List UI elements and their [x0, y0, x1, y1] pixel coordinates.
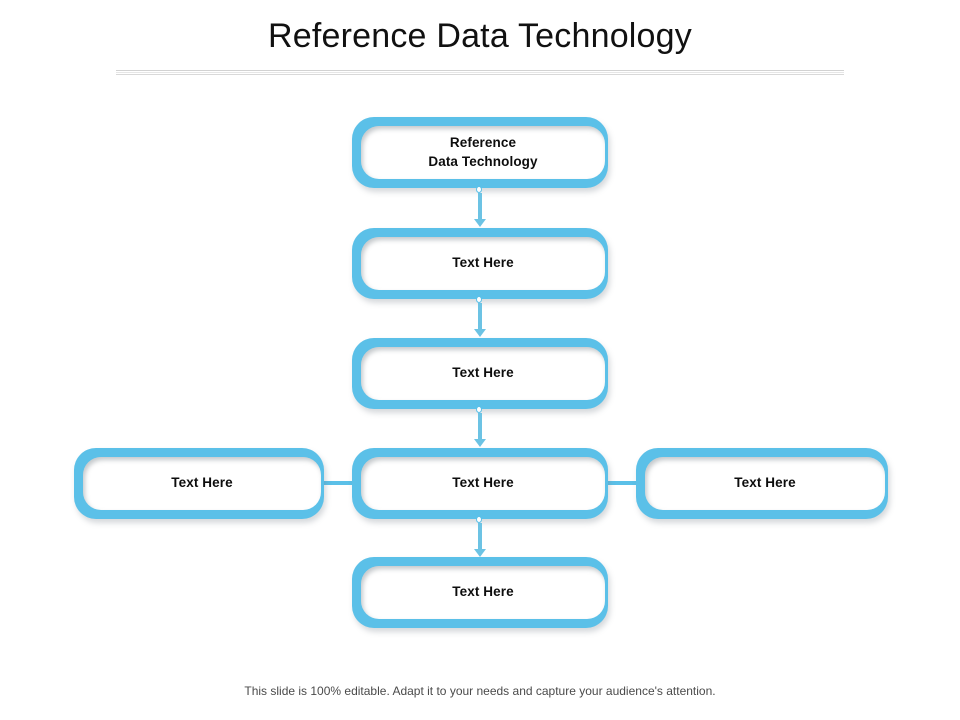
flow-node-body: Text Here — [361, 347, 605, 400]
connector-stem — [478, 413, 482, 440]
connector-stem — [478, 303, 482, 330]
connector-dot-icon — [476, 296, 482, 303]
divider-line-middle — [116, 72, 844, 73]
flow-node-body: Text Here — [645, 457, 885, 510]
connector-stem — [478, 523, 482, 550]
flow-node-body: Reference Data Technology — [361, 126, 605, 179]
connector-line-left-to-center — [322, 481, 354, 485]
flow-node-5[interactable]: Text Here — [352, 557, 608, 628]
divider-line-bottom — [116, 74, 844, 75]
flow-node-3[interactable]: Text Here — [352, 338, 608, 409]
connector-line-center-to-right — [606, 481, 638, 485]
connector-arrow-down-4 — [473, 516, 487, 560]
connector-arrowhead-icon — [474, 549, 486, 557]
flow-node-label: Text Here — [734, 475, 796, 491]
page-title: Reference Data Technology — [268, 17, 692, 55]
connector-arrowhead-icon — [474, 439, 486, 447]
flow-node-label: Text Here — [452, 584, 514, 600]
flow-node-body: Text Here — [361, 457, 605, 510]
flow-node-label: Reference Data Technology — [428, 135, 538, 169]
connector-arrowhead-icon — [474, 219, 486, 227]
connector-stem — [478, 193, 482, 220]
title-divider — [116, 70, 844, 75]
connector-dot-icon — [476, 406, 482, 413]
flow-node-body: Text Here — [361, 566, 605, 619]
connector-arrow-down-3 — [473, 406, 487, 450]
flow-node-label: Text Here — [452, 475, 514, 491]
connector-dot-icon — [476, 186, 482, 193]
flow-node-reference-data-technology[interactable]: Reference Data Technology — [352, 117, 608, 188]
flow-node-4-right[interactable]: Text Here — [636, 448, 888, 519]
footer-note: This slide is 100% editable. Adapt it to… — [244, 684, 716, 698]
connector-arrow-down-1 — [473, 186, 487, 230]
flow-node-4-center[interactable]: Text Here — [352, 448, 608, 519]
connector-arrowhead-icon — [474, 329, 486, 337]
flow-node-label: Text Here — [171, 475, 233, 491]
flow-node-4-left[interactable]: Text Here — [74, 448, 324, 519]
flow-node-label: Text Here — [452, 255, 514, 271]
flow-node-body: Text Here — [361, 237, 605, 290]
flow-node-label: Text Here — [452, 365, 514, 381]
connector-dot-icon — [476, 516, 482, 523]
flow-node-body: Text Here — [83, 457, 321, 510]
connector-arrow-down-2 — [473, 296, 487, 340]
divider-line-top — [116, 70, 844, 71]
flow-node-2[interactable]: Text Here — [352, 228, 608, 299]
